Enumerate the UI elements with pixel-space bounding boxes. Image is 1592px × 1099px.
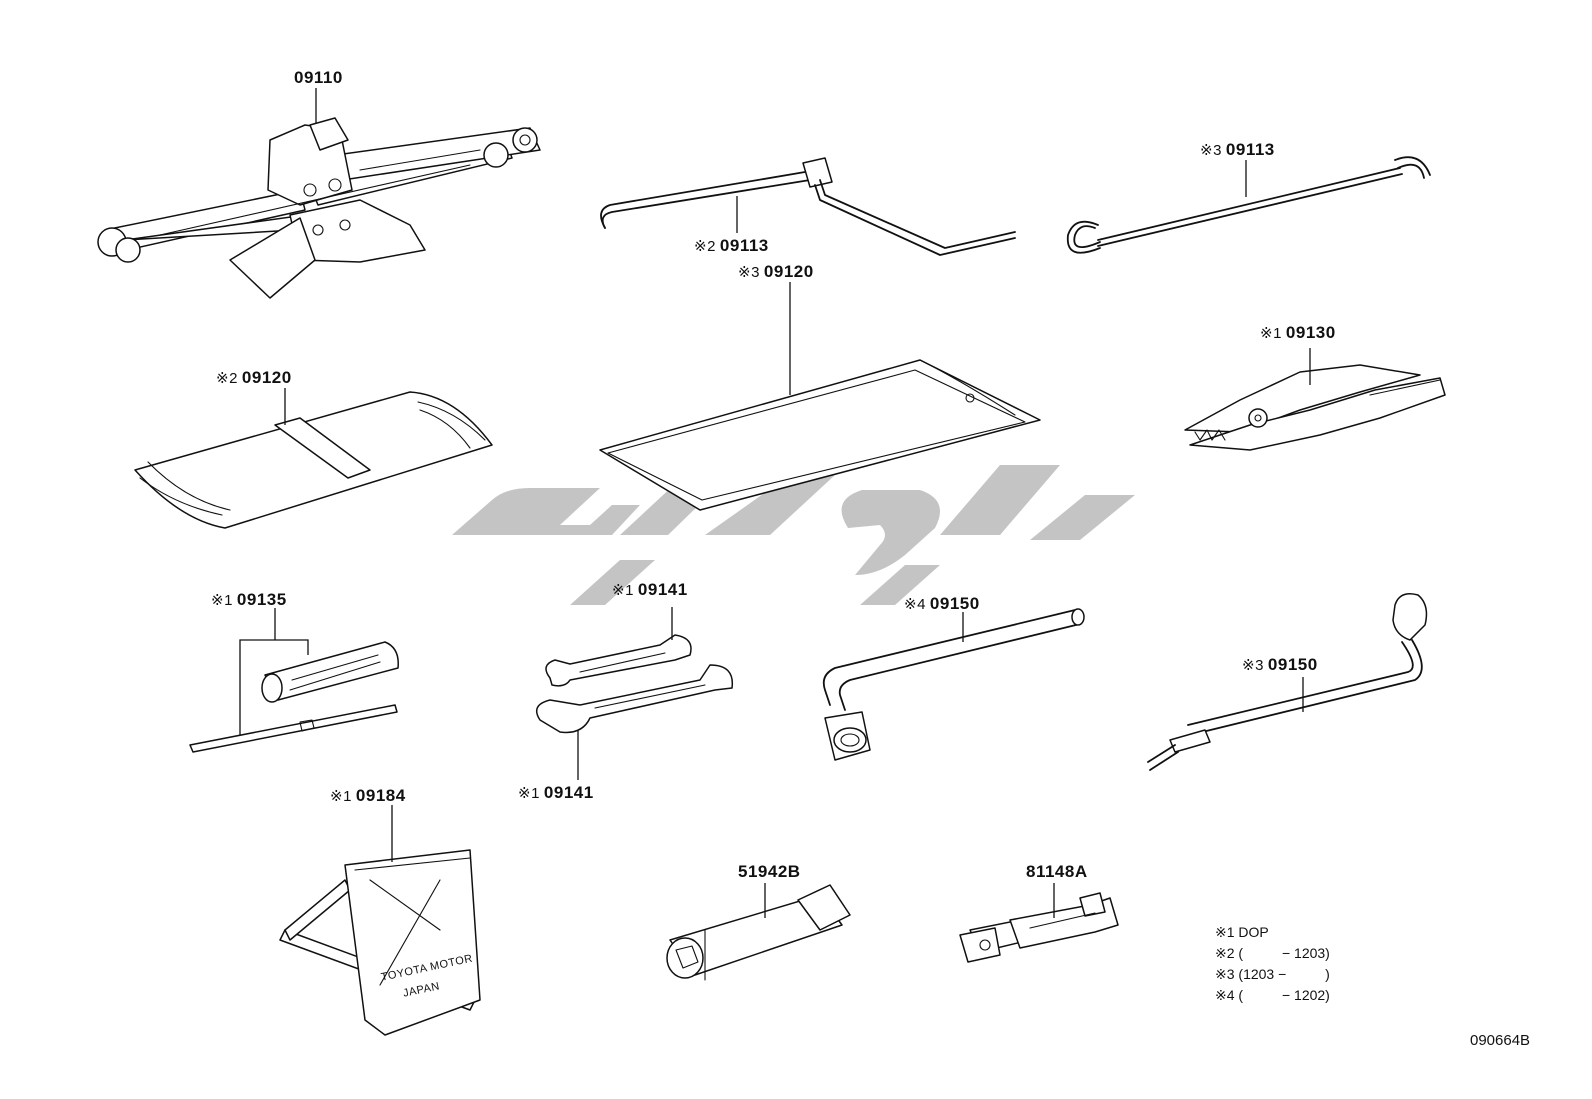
footnote-legend: ※1 DOP ※2 ( − 1203) ※3 (1203 − ) ※4 ( − …	[1215, 922, 1330, 1006]
screwdriver-illustration	[189, 608, 399, 753]
wrench-top-illustration	[545, 607, 692, 687]
label-code: 09113	[719, 236, 769, 255]
label-mark: ※1	[211, 592, 233, 609]
tool-bag-b-illustration	[599, 282, 1041, 511]
label-code: 09135	[236, 590, 287, 609]
label-code: 51942B	[738, 862, 801, 881]
label-code: 09141	[543, 783, 594, 802]
label-mark: ※3	[1200, 142, 1222, 159]
label-connector[interactable]: 81148A	[1022, 862, 1088, 882]
diagram-reference-number: 090664B	[1470, 1032, 1531, 1049]
label-socket[interactable]: 51942B	[734, 862, 801, 882]
label-mark: ※1	[1260, 325, 1282, 342]
label-code: 09113	[1225, 140, 1275, 159]
label-mark: ※2	[694, 238, 716, 255]
label-code: 09141	[637, 580, 688, 599]
connector-illustration	[959, 883, 1119, 963]
label-mark: ※4	[904, 596, 926, 613]
lug-wrench-a-illustration	[822, 608, 1085, 761]
label-mark: ※1	[612, 582, 634, 599]
wrench-bottom-illustration	[535, 664, 734, 780]
label-mark: ※2	[216, 370, 238, 387]
pliers-illustration	[1184, 348, 1446, 451]
legend-line-2: ※2 ( − 1203)	[1215, 945, 1330, 961]
label-jack[interactable]: 09110	[290, 68, 343, 88]
label-mark: ※1	[330, 788, 352, 805]
socket-wrench-illustration	[666, 883, 851, 981]
watermark-logo	[452, 465, 1135, 605]
label-code: 09130	[1285, 323, 1336, 342]
jack-handle-b-illustration	[1066, 156, 1431, 254]
scissor-jack-illustration	[97, 88, 541, 299]
label-code: 09110	[294, 68, 343, 87]
jack-handle-a-illustration	[600, 157, 1016, 256]
lug-wrench-b-illustration	[1147, 593, 1428, 771]
legend-line-1: ※1 DOP	[1215, 924, 1269, 940]
legend-line-3: ※3 (1203 − )	[1215, 966, 1330, 982]
warning-triangle-illustration	[279, 805, 481, 1036]
label-code: 09120	[763, 262, 814, 281]
label-code: 09184	[355, 786, 406, 805]
label-mark: ※3	[1242, 657, 1264, 674]
label-mark: ※3	[738, 264, 760, 281]
label-code: 81148A	[1026, 862, 1088, 881]
label-mark: ※1	[518, 785, 540, 802]
legend-line-4: ※4 ( − 1202)	[1215, 987, 1330, 1003]
label-code: 09150	[929, 594, 980, 613]
label-code: 09120	[241, 368, 292, 387]
tool-bag-a-illustration	[134, 388, 493, 529]
label-code: 09150	[1267, 655, 1318, 674]
